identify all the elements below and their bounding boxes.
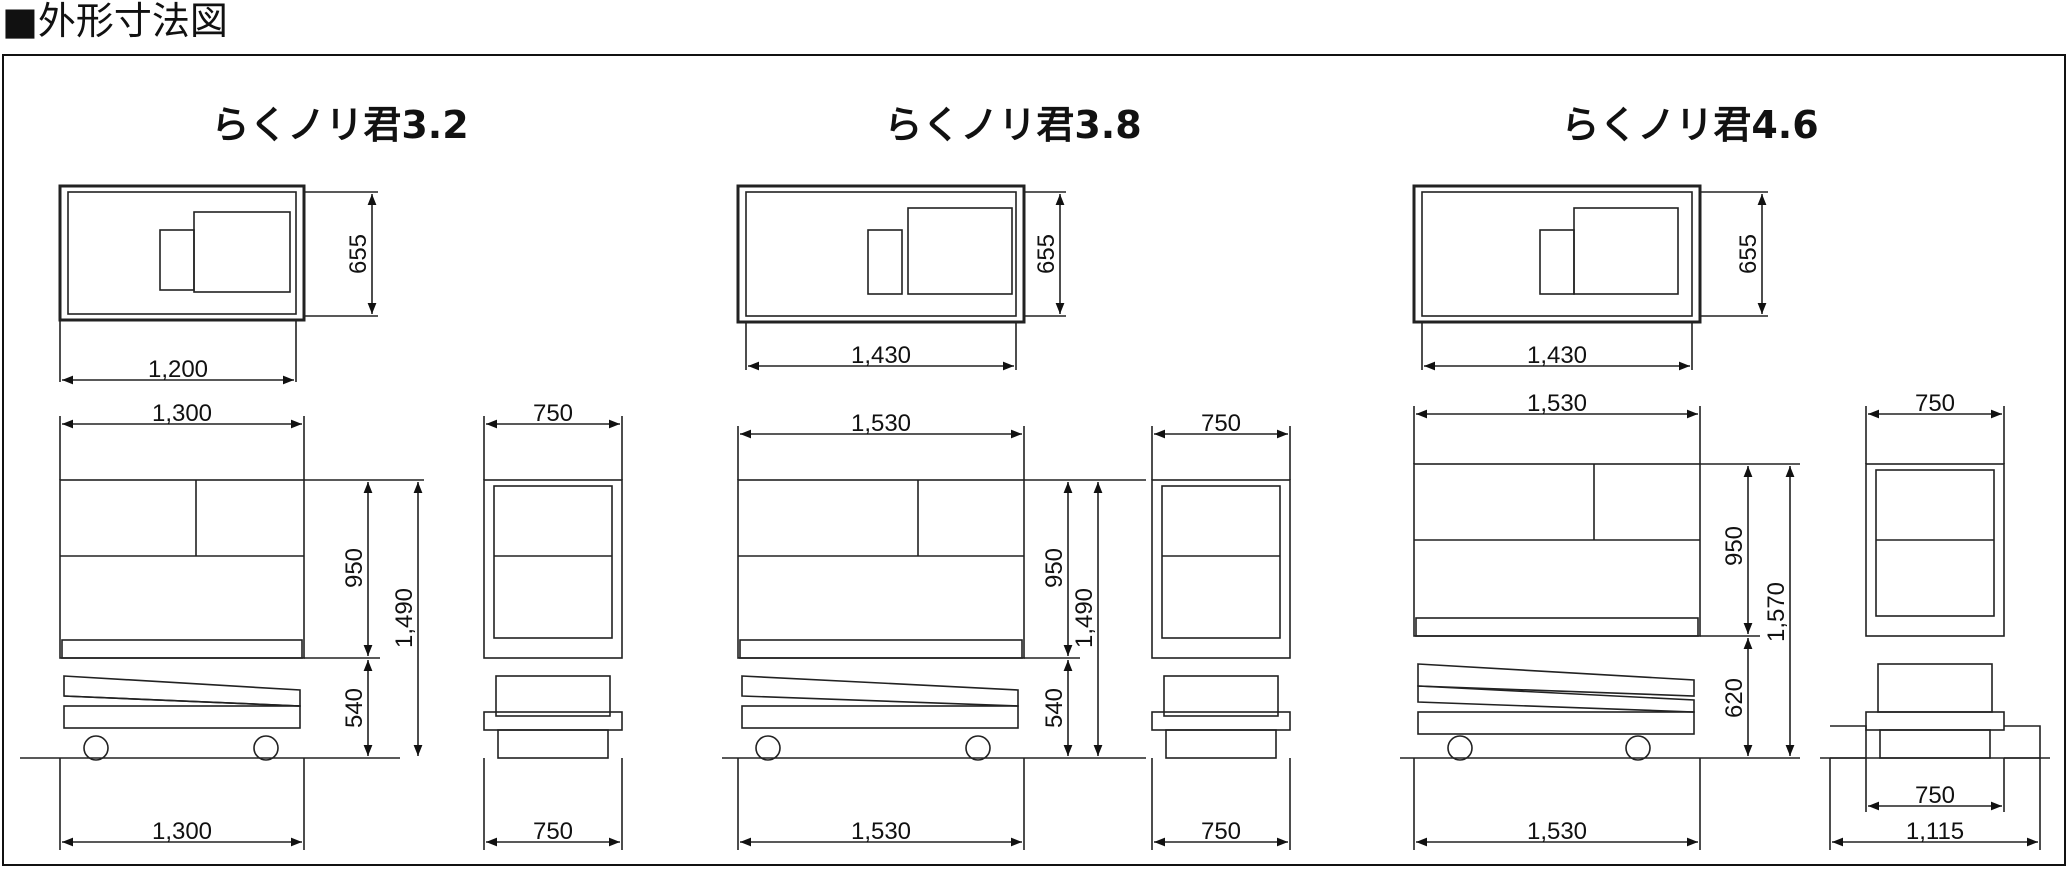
dimension-label: 1,530 <box>1527 818 1587 845</box>
dimension-label: 750 <box>1201 818 1241 845</box>
dimension-label: 750 <box>1915 390 1955 417</box>
end-view <box>483 416 623 850</box>
model-4-6-drawings <box>1400 184 2050 850</box>
dimension-label: 1,430 <box>1527 342 1587 369</box>
dimension-label: 620 <box>1721 678 1748 718</box>
dimension-label: 1,530 <box>1527 390 1587 417</box>
side-view <box>722 426 1146 850</box>
drawing-frame <box>2 54 2066 866</box>
top-view <box>736 184 1066 371</box>
dimension-label: 1,530 <box>851 410 911 437</box>
top-view <box>1412 184 1768 371</box>
dimension-label: 655 <box>345 234 372 274</box>
model-title: らくノリ君3.8 <box>884 103 1141 147</box>
dimension-label: 950 <box>1721 526 1748 566</box>
dimension-label: 1,490 <box>1071 588 1098 648</box>
dimension-label: 1,570 <box>1763 582 1790 642</box>
dimension-label: 950 <box>341 548 368 588</box>
dimension-label: 1,530 <box>851 818 911 845</box>
dimension-label: 1,490 <box>391 588 418 648</box>
dimension-label: 750 <box>533 818 573 845</box>
dimension-label: 1,200 <box>148 356 208 383</box>
model-title: らくノリ君3.2 <box>211 103 468 147</box>
model-3-8-drawings <box>722 184 1291 850</box>
dimension-label: 750 <box>533 400 573 427</box>
dimension-label: 1,430 <box>851 342 911 369</box>
end-view <box>1820 406 2050 850</box>
dimension-label: 1,300 <box>152 400 212 427</box>
side-view <box>20 416 424 850</box>
dimension-label: 750 <box>1915 782 1955 809</box>
dimension-label: 750 <box>1201 410 1241 437</box>
side-view <box>1400 406 1800 850</box>
dimension-label: 540 <box>341 688 368 728</box>
end-view <box>1151 426 1291 850</box>
page-title: ■外形寸法図 <box>2 0 228 43</box>
top-view <box>58 184 378 385</box>
dimension-label: 950 <box>1041 548 1068 588</box>
dimension-label: 1,300 <box>152 818 212 845</box>
dimension-label: 655 <box>1735 234 1762 274</box>
model-3-2-drawings <box>20 184 623 850</box>
model-title: らくノリ君4.6 <box>1561 103 1818 147</box>
dimension-label: 1,115 <box>1906 818 1964 845</box>
dimension-label: 655 <box>1033 234 1060 274</box>
dimension-label: 540 <box>1041 688 1068 728</box>
